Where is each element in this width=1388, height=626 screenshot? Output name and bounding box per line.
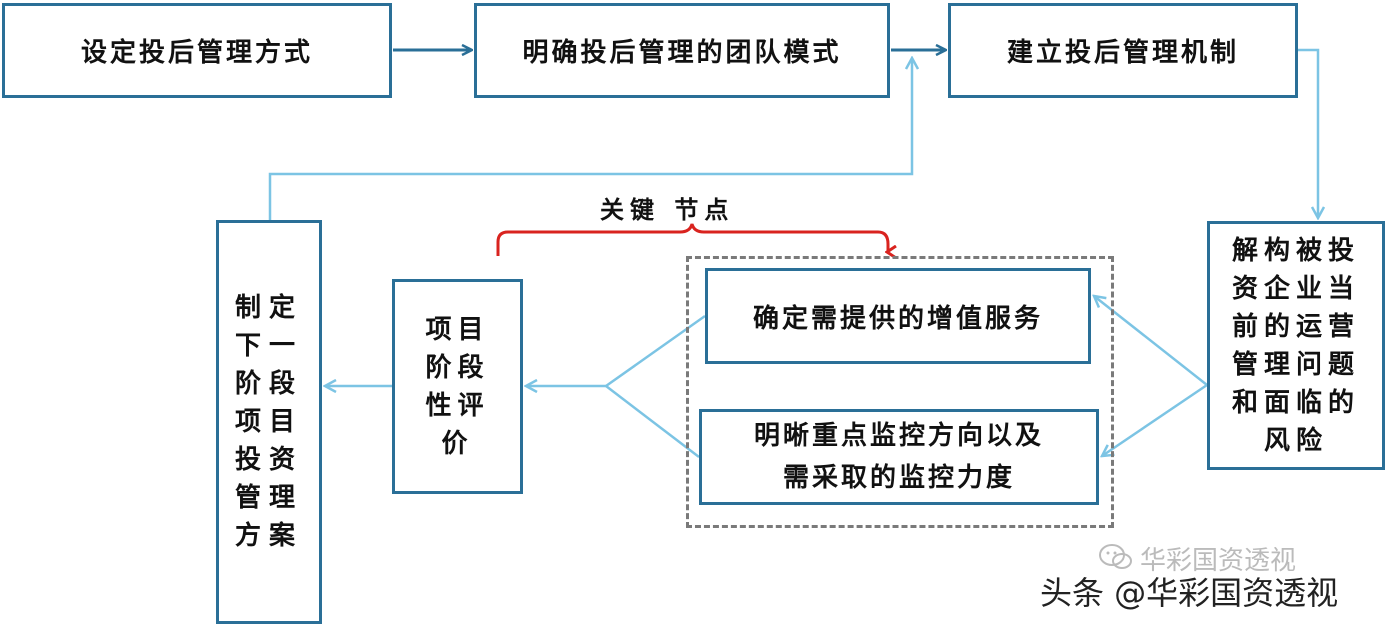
box-build-mechanism: 建立投后管理机制	[948, 3, 1298, 98]
box-line: 价	[441, 428, 474, 459]
box-line: 项目	[234, 407, 303, 437]
box-value-added-services: 确定需提供的增值服务	[705, 268, 1091, 364]
box-line: 资企业当	[1231, 273, 1360, 304]
box-deconstruct-risks: 解构被投 资企业当 前的运营 管理问题 和面临的 风险	[1207, 221, 1385, 470]
key-nodes-label: 关键 节点	[600, 195, 735, 224]
box-line: 项目	[425, 314, 490, 345]
arrow-deconstruct-to-monitor	[1102, 383, 1208, 456]
box-line: 投资	[234, 445, 303, 475]
box-line: 性评	[425, 390, 490, 421]
box-team-mode: 明确投后管理的团队模式	[474, 3, 890, 98]
box-label: 明确投后管理的团队模式	[522, 38, 842, 68]
box-line: 风险	[1263, 425, 1328, 456]
box-line: 需采取的监控力度	[782, 463, 1015, 493]
box-label: 设定投后管理方式	[80, 38, 313, 68]
box-line: 明晰重点监控方向以及	[753, 421, 1044, 451]
arrow-next-plan-feedback	[268, 58, 912, 220]
box-line: 解构被投	[1231, 235, 1360, 266]
key-nodes-bracket	[496, 223, 888, 256]
box-set-management-method: 设定投后管理方式	[2, 3, 392, 98]
watermark-faint: 华彩国资透视	[1140, 546, 1297, 576]
box-line: 制定	[234, 293, 303, 323]
box-next-stage-plan: 制定 下一 阶段 项目 投资 管理 方案	[216, 220, 322, 624]
box-stage-evaluation: 项目 阶段 性评 价	[392, 279, 523, 494]
arrow-mechanism-to-deconstruct	[1298, 48, 1318, 218]
key-nodes-group	[686, 256, 1114, 528]
box-line: 前的运营	[1231, 311, 1360, 342]
box-line: 和面临的	[1231, 387, 1360, 418]
box-monitoring-direction: 明晰重点监控方向以及 需采取的监控力度	[699, 409, 1099, 505]
box-line: 方案	[234, 521, 303, 551]
watermark-text: 头条 @华彩国资透视	[1040, 574, 1339, 612]
line-monitor-to-join	[605, 385, 700, 458]
box-line: 阶段	[425, 352, 490, 383]
box-line: 阶段	[234, 369, 303, 399]
box-label: 确定需提供的增值服务	[752, 303, 1043, 334]
wechat-icon	[1099, 544, 1132, 569]
box-label: 建立投后管理机制	[1006, 38, 1239, 68]
box-line: 管理问题	[1231, 349, 1360, 380]
box-line: 管理	[234, 483, 303, 513]
box-line: 下一	[234, 331, 303, 361]
